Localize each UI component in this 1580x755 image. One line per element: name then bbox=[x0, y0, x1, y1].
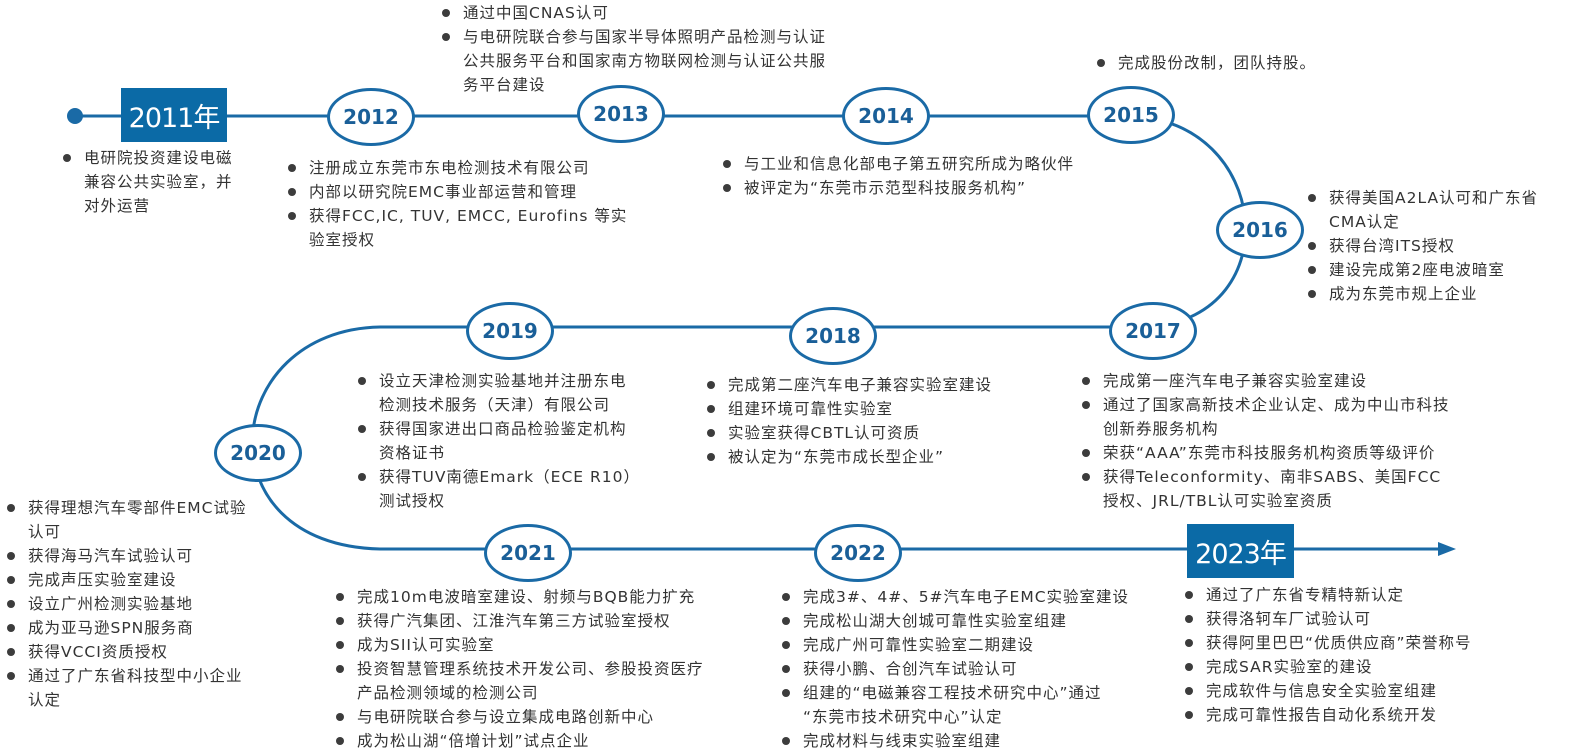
event-item: 对外运营 bbox=[84, 197, 151, 215]
event-item: 实验室获得CBTL认可资质 bbox=[706, 421, 992, 445]
events-2014: 与工业和信息化部电子第五研究所成为略伙伴 被评定为“东莞市示范型科技服务机构” bbox=[722, 152, 1074, 200]
event-item: 与工业和信息化部电子第五研究所成为略伙伴 bbox=[722, 152, 1074, 176]
year-2020-marker: 2020 bbox=[214, 424, 302, 482]
event-item: 成为东莞市规上企业 bbox=[1307, 282, 1538, 306]
event-item: 组建环境可靠性实验室 bbox=[706, 397, 992, 421]
event-item: 注册成立东莞市东电检测技术有限公司 bbox=[287, 156, 627, 180]
year-2023-box: 2023年 bbox=[1187, 524, 1294, 578]
year-2016-marker: 2016 bbox=[1216, 201, 1304, 259]
event-item: 完成可靠性报告自动化系统开发 bbox=[1184, 703, 1472, 727]
year-2021-marker: 2021 bbox=[484, 524, 572, 582]
year-2022-marker: 2022 bbox=[814, 524, 902, 582]
events-2023: 通过了广东省专精特新认定 获得洛轲车厂试验认可 获得阿里巴巴“优质供应商”荣誉称… bbox=[1184, 583, 1472, 727]
event-item: 认定 bbox=[28, 691, 62, 709]
event-item: 成为松山湖“倍增计划”试点企业 bbox=[335, 729, 704, 753]
event-item: 完成SAR实验室的建设 bbox=[1184, 655, 1472, 679]
events-2012: 注册成立东莞市东电检测技术有限公司 内部以研究院EMC事业部运营和管理 获得FC… bbox=[287, 156, 627, 252]
event-item: 电研院投资建设电磁 bbox=[62, 146, 233, 170]
year-2013-marker: 2013 bbox=[577, 85, 665, 143]
event-item: 设立广州检测实验基地 bbox=[6, 592, 247, 616]
event-item: 获得FCC,IC, TUV, EMCC, Eurofins 等实 bbox=[287, 204, 627, 228]
event-item: 投资智慧管理系统技术开发公司、参股投资医疗 bbox=[335, 657, 704, 681]
event-item: 完成声压实验室建设 bbox=[6, 568, 247, 592]
event-item: 通过了广东省专精特新认定 bbox=[1184, 583, 1472, 607]
event-item: 建设完成第2座电波暗室 bbox=[1307, 258, 1538, 282]
event-item: 获得小鹏、合创汽车试验认可 bbox=[781, 657, 1129, 681]
events-2018: 完成第二座汽车电子兼容实验室建设 组建环境可靠性实验室 实验室获得CBTL认可资… bbox=[706, 373, 992, 469]
timeline-path bbox=[75, 114, 1438, 551]
year-2018-marker: 2018 bbox=[789, 307, 877, 365]
event-item: 获得国家进出口商品检验鉴定机构 bbox=[357, 417, 640, 441]
year-2014-marker: 2014 bbox=[842, 87, 930, 145]
event-item: 获得Teleconformity、南非SABS、美国FCC bbox=[1081, 465, 1450, 489]
event-item: 完成广州可靠性实验室二期建设 bbox=[781, 633, 1129, 657]
event-item: 组建的“电磁兼容工程技术研究中心”通过 bbox=[781, 681, 1129, 705]
events-2019: 设立天津检测实验基地并注册东电 检测技术服务（天津）有限公司 获得国家进出口商品… bbox=[357, 369, 640, 513]
event-item: CMA认定 bbox=[1329, 213, 1400, 231]
event-item: 完成材料与线束实验室组建 bbox=[781, 729, 1129, 753]
event-item: 获得阿里巴巴“优质供应商”荣誉称号 bbox=[1184, 631, 1472, 655]
event-item: 公共服务平台和国家南方物联网检测与认证公共服 bbox=[463, 52, 827, 70]
event-item: 通过了广东省科技型中小企业 bbox=[6, 664, 247, 688]
event-item: 完成第二座汽车电子兼容实验室建设 bbox=[706, 373, 992, 397]
event-item: 完成股份改制，团队持股。 bbox=[1096, 51, 1316, 75]
year-2019-marker: 2019 bbox=[466, 302, 554, 360]
year-2015-marker: 2015 bbox=[1087, 86, 1175, 144]
event-item: 获得VCCI资质授权 bbox=[6, 640, 247, 664]
event-item: 荣获“AAA”东莞市科技服务机构资质等级评价 bbox=[1081, 441, 1450, 465]
event-item: 完成松山湖大创城可靠性实验室组建 bbox=[781, 609, 1129, 633]
event-item: 测试授权 bbox=[379, 492, 446, 510]
events-2013: 通过中国CNAS认可 与电研院联合参与国家半导体照明产品检测与认证 公共服务平台… bbox=[441, 1, 826, 97]
events-2020: 获得理想汽车零部件EMC试验 认可 获得海马汽车试验认可 完成声压实验室建设 设… bbox=[6, 496, 247, 712]
year-2011-box: 2011年 bbox=[121, 88, 227, 142]
event-item: 成为SII认可实验室 bbox=[335, 633, 704, 657]
event-item: 获得广汽集团、江淮汽车第三方试验室授权 bbox=[335, 609, 704, 633]
event-item: 认可 bbox=[28, 523, 62, 541]
timeline-start-dot bbox=[67, 108, 83, 124]
event-item: “东莞市技术研究中心”认定 bbox=[803, 708, 1003, 726]
event-item: 获得TUV南德Emark（ECE R10） bbox=[357, 465, 640, 489]
year-2017-marker: 2017 bbox=[1109, 302, 1197, 360]
event-item: 检测技术服务（天津）有限公司 bbox=[379, 396, 611, 414]
event-item: 完成第一座汽车电子兼容实验室建设 bbox=[1081, 369, 1450, 393]
event-item: 内部以研究院EMC事业部运营和管理 bbox=[287, 180, 627, 204]
event-item: 资格证书 bbox=[379, 444, 446, 462]
events-2011: 电研院投资建设电磁 兼容公共实验室，并 对外运营 bbox=[62, 146, 233, 218]
event-item: 完成软件与信息安全实验室组建 bbox=[1184, 679, 1472, 703]
event-item: 被认定为“东莞市成长型企业” bbox=[706, 445, 992, 469]
year-2012-marker: 2012 bbox=[327, 88, 415, 146]
events-2022: 完成3#、4#、5#汽车电子EMC实验室建设 完成松山湖大创城可靠性实验室组建 … bbox=[781, 585, 1129, 753]
event-item: 获得美国A2LA认可和广东省 bbox=[1307, 186, 1538, 210]
event-item: 通过中国CNAS认可 bbox=[441, 1, 826, 25]
event-item: 获得洛轲车厂试验认可 bbox=[1184, 607, 1472, 631]
event-item: 务平台建设 bbox=[463, 76, 546, 94]
event-item: 设立天津检测实验基地并注册东电 bbox=[357, 369, 640, 393]
event-item: 获得海马汽车试验认可 bbox=[6, 544, 247, 568]
event-item: 创新券服务机构 bbox=[1103, 420, 1219, 438]
event-item: 获得台湾ITS授权 bbox=[1307, 234, 1538, 258]
event-item: 兼容公共实验室，并 bbox=[84, 173, 233, 191]
event-item: 完成3#、4#、5#汽车电子EMC实验室建设 bbox=[781, 585, 1129, 609]
event-item: 成为亚马逊SPN服务商 bbox=[6, 616, 247, 640]
events-2021: 完成10m电波暗室建设、射频与BQB能力扩充 获得广汽集团、江淮汽车第三方试验室… bbox=[335, 585, 704, 753]
timeline-end-arrow bbox=[1438, 542, 1456, 556]
event-item: 授权、JRL/TBL认可实验室资质 bbox=[1103, 492, 1333, 510]
event-item: 通过了国家高新技术企业认定、成为中山市科技 bbox=[1081, 393, 1450, 417]
event-item: 完成10m电波暗室建设、射频与BQB能力扩充 bbox=[335, 585, 704, 609]
event-item: 被评定为“东莞市示范型科技服务机构” bbox=[722, 176, 1074, 200]
events-2016: 获得美国A2LA认可和广东省 CMA认定 获得台湾ITS授权 建设完成第2座电波… bbox=[1307, 186, 1538, 306]
events-2015: 完成股份改制，团队持股。 bbox=[1096, 51, 1316, 75]
event-item: 验室授权 bbox=[309, 231, 376, 249]
events-2017: 完成第一座汽车电子兼容实验室建设 通过了国家高新技术企业认定、成为中山市科技 创… bbox=[1081, 369, 1450, 513]
event-item: 与电研院联合参与国家半导体照明产品检测与认证 bbox=[441, 25, 826, 49]
event-item: 与电研院联合参与设立集成电路创新中心 bbox=[335, 705, 704, 729]
event-item: 产品检测领域的检测公司 bbox=[357, 684, 539, 702]
event-item: 获得理想汽车零部件EMC试验 bbox=[6, 496, 247, 520]
